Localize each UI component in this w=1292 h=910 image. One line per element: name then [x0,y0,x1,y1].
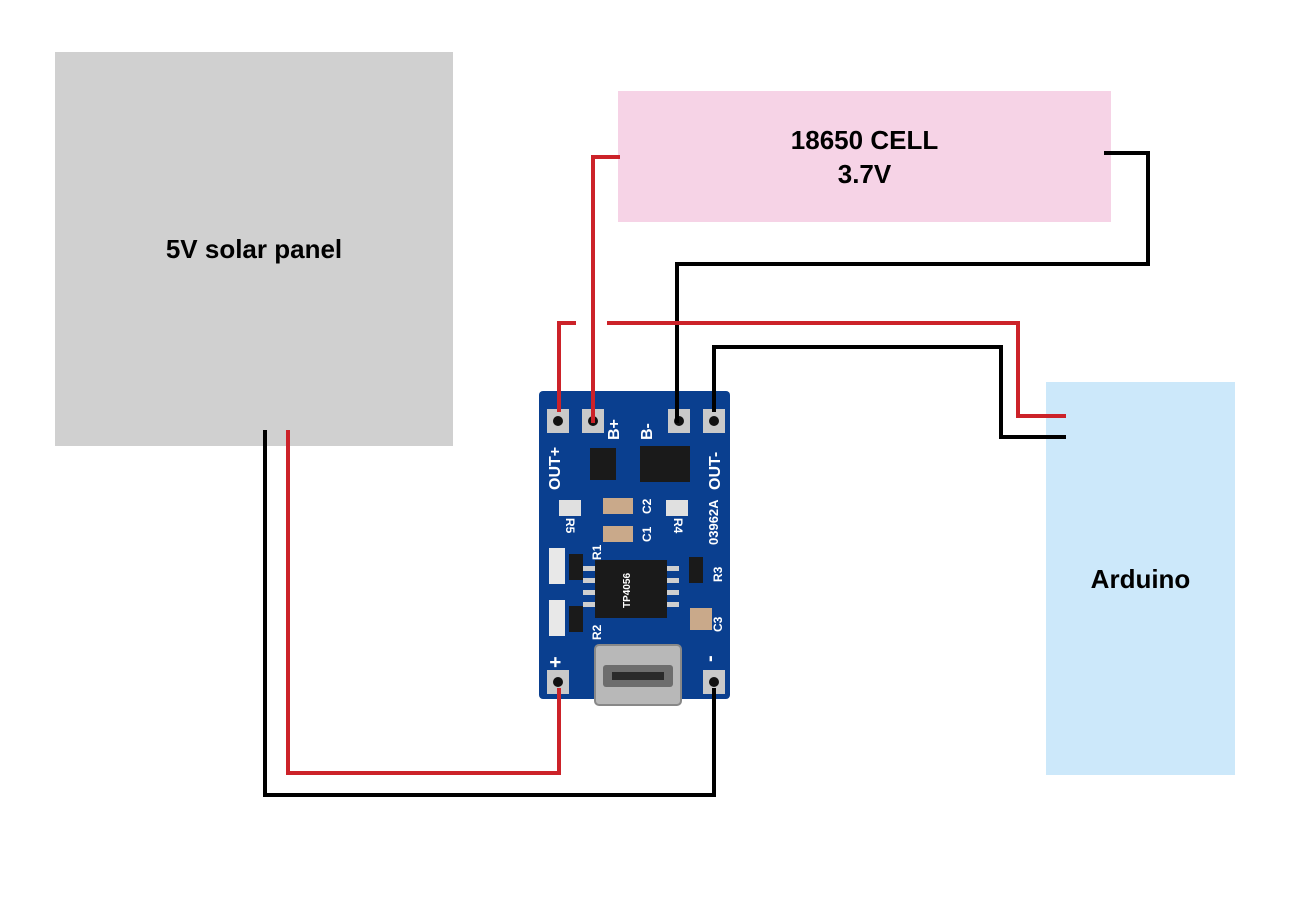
wire-battery-negative [675,151,1150,423]
wire-out-negative [712,345,1066,439]
battery-label: 18650 CELL [790,124,939,155]
bottom-pads [547,670,725,694]
ic-chips [583,446,690,618]
battery-voltage: 3.7V [837,158,892,189]
solar-panel: 5V solar panel [55,52,453,446]
label-r1: R1 [590,544,604,560]
wire-solar-negative [263,430,716,797]
label-r2: R2 [590,624,604,640]
battery-cell: 18650 CELL 3.7V [618,91,1111,222]
solar-panel-label: 5V solar panel [165,234,343,264]
label-c1: C1 [640,526,654,542]
wire-out-positive-2 [607,321,1066,418]
pin-label-in-minus: - [699,655,721,662]
pin-label-in-plus: + [545,656,567,668]
wire-battery-positive [591,155,620,423]
passive-components [549,498,712,636]
part-code: 03962A [706,499,721,545]
wire-solar-positive [286,430,561,775]
wire-out-positive [557,321,576,412]
pin-label-b-plus: B+ [606,419,623,440]
pin-label-b-minus: B- [639,423,656,440]
pin-label-out-minus: OUT- [707,452,724,490]
arduino-label: Arduino [1090,563,1191,594]
arduino-board: Arduino [1046,382,1235,775]
label-c2: C2 [640,498,654,514]
label-r3: R3 [711,566,725,582]
label-r5: R5 [563,518,577,534]
usb-connector [594,644,682,706]
label-r4: R4 [671,518,685,534]
chip-marking: TP4056 [622,573,633,608]
pin-label-out-plus: OUT+ [547,447,564,490]
label-c3: C3 [711,616,725,632]
